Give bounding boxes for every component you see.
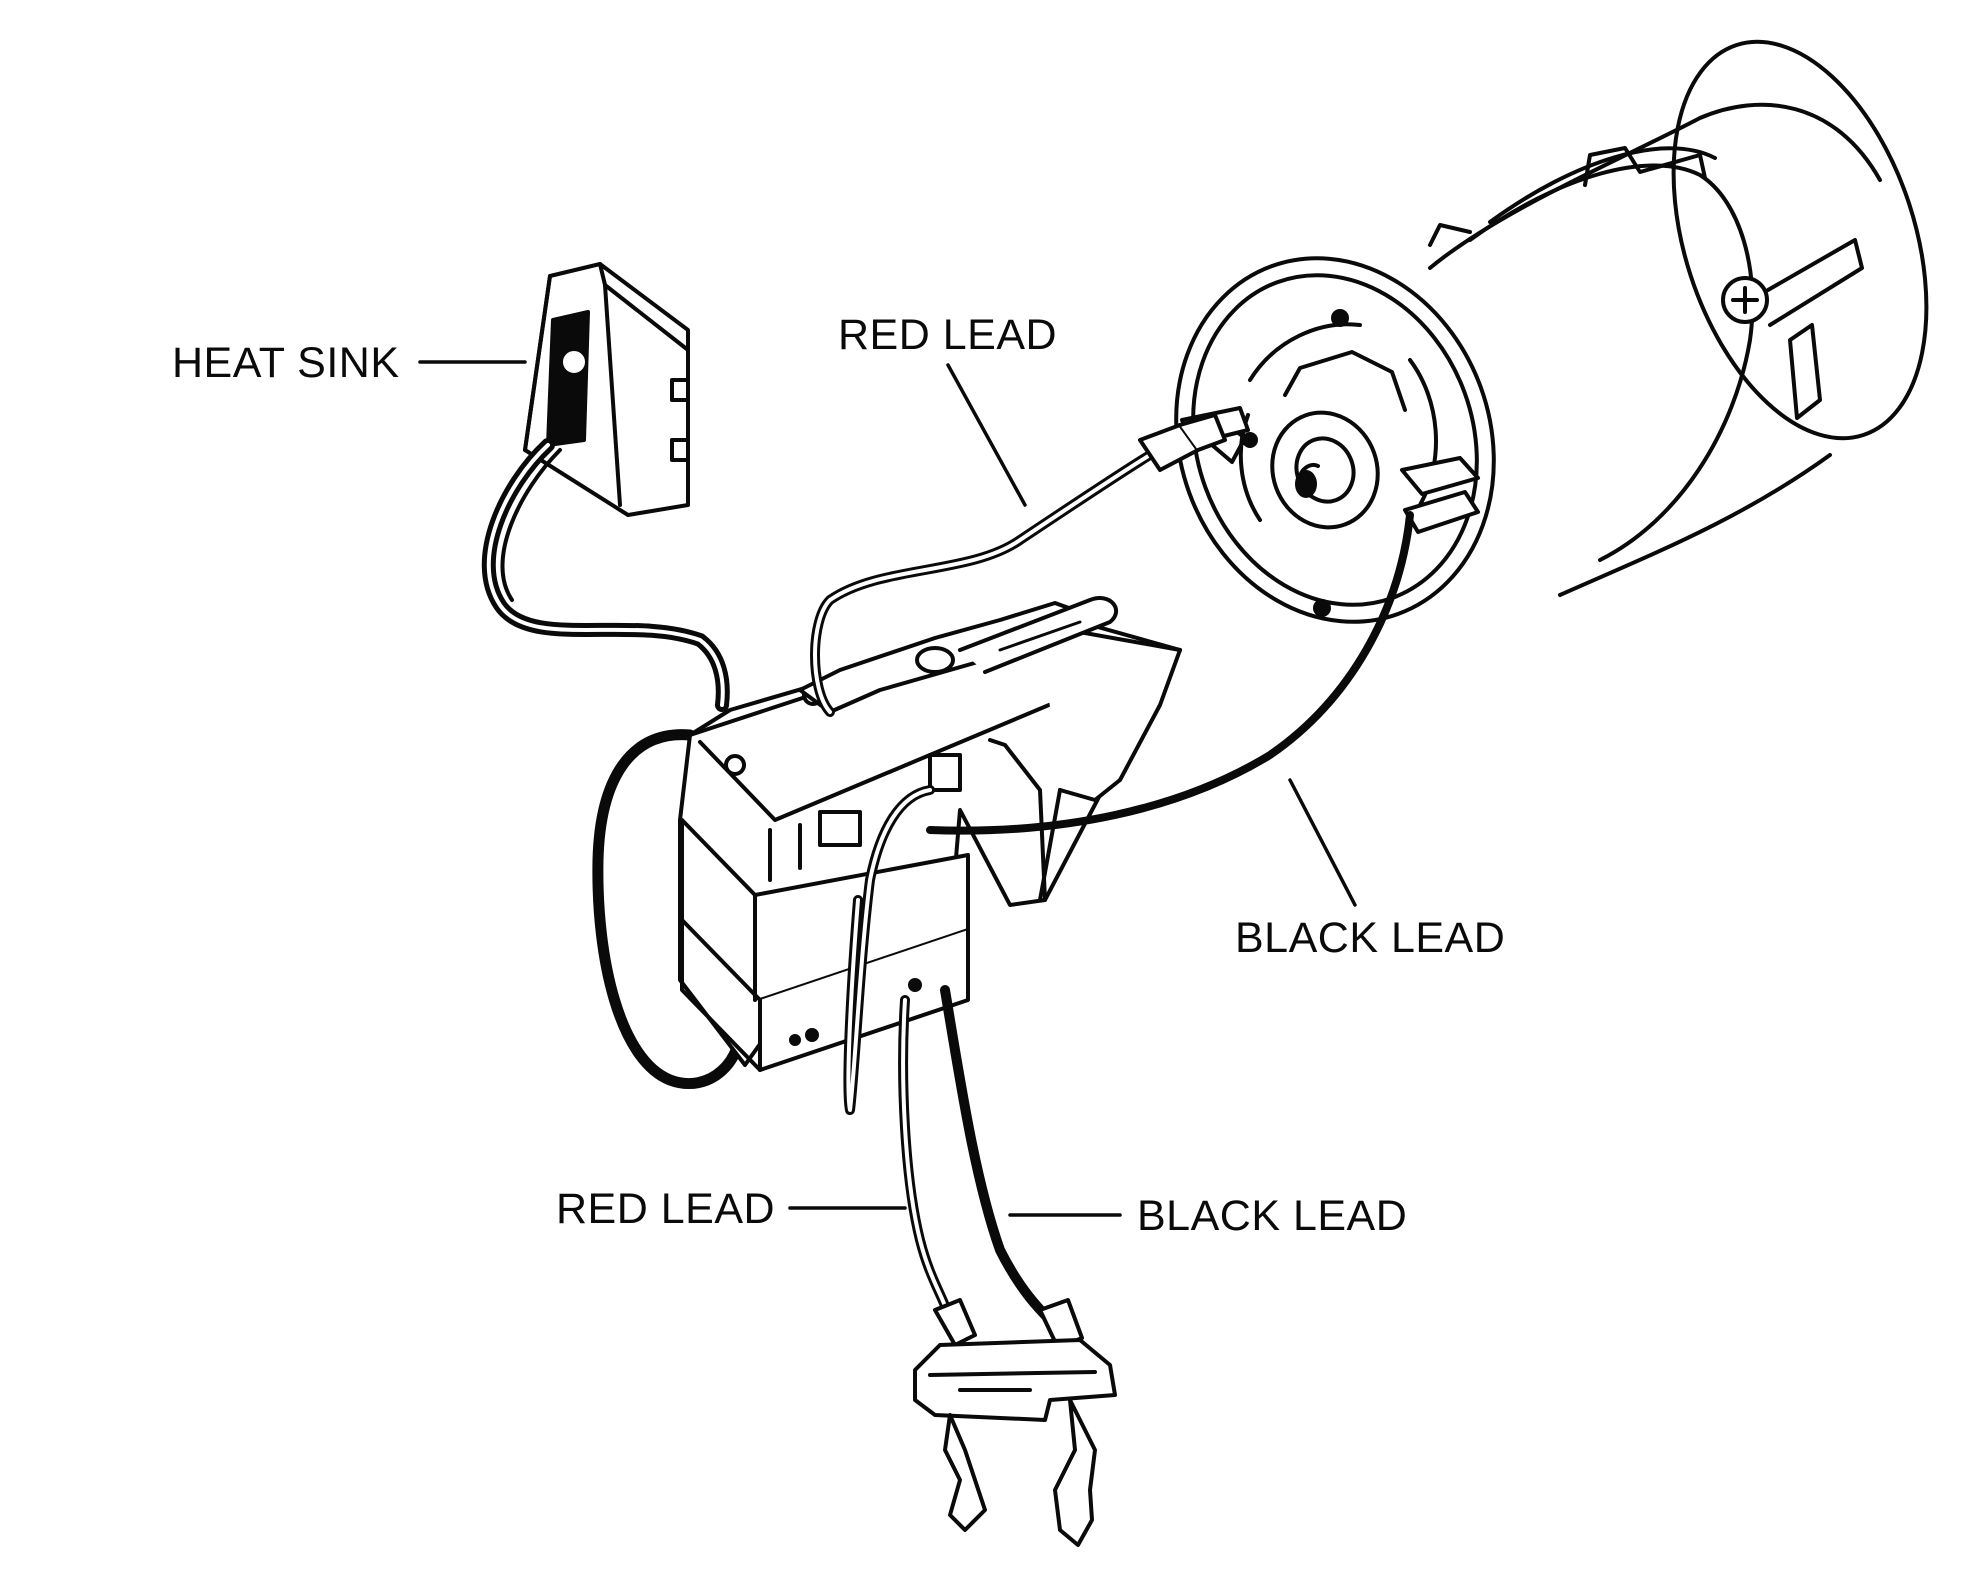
heat-sink [523,262,690,517]
black-lead-bottom-label: BLACK LEAD [1137,1192,1408,1240]
red-lead-bottom-label: RED LEAD [556,1185,776,1233]
black-lead-mid-wire [926,511,1414,835]
bottom-leads [843,785,1055,1325]
red-lead-top-label: RED LEAD [838,311,1058,359]
red-lead-top-wire [810,413,1227,717]
leader-lines [418,360,1357,1217]
trigger-switch [678,596,1182,1072]
black-lead-mid-label: BLACK LEAD [1235,914,1506,962]
heat-sink-leads [481,438,730,712]
leader-red-lead-top [946,363,1027,507]
leader-black-lead-mid [1288,778,1357,907]
loop-wire [592,729,746,1090]
heat-sink-label: HEAT SINK [172,339,400,387]
terminal-block [913,1298,1117,1547]
motor [1174,39,1929,624]
